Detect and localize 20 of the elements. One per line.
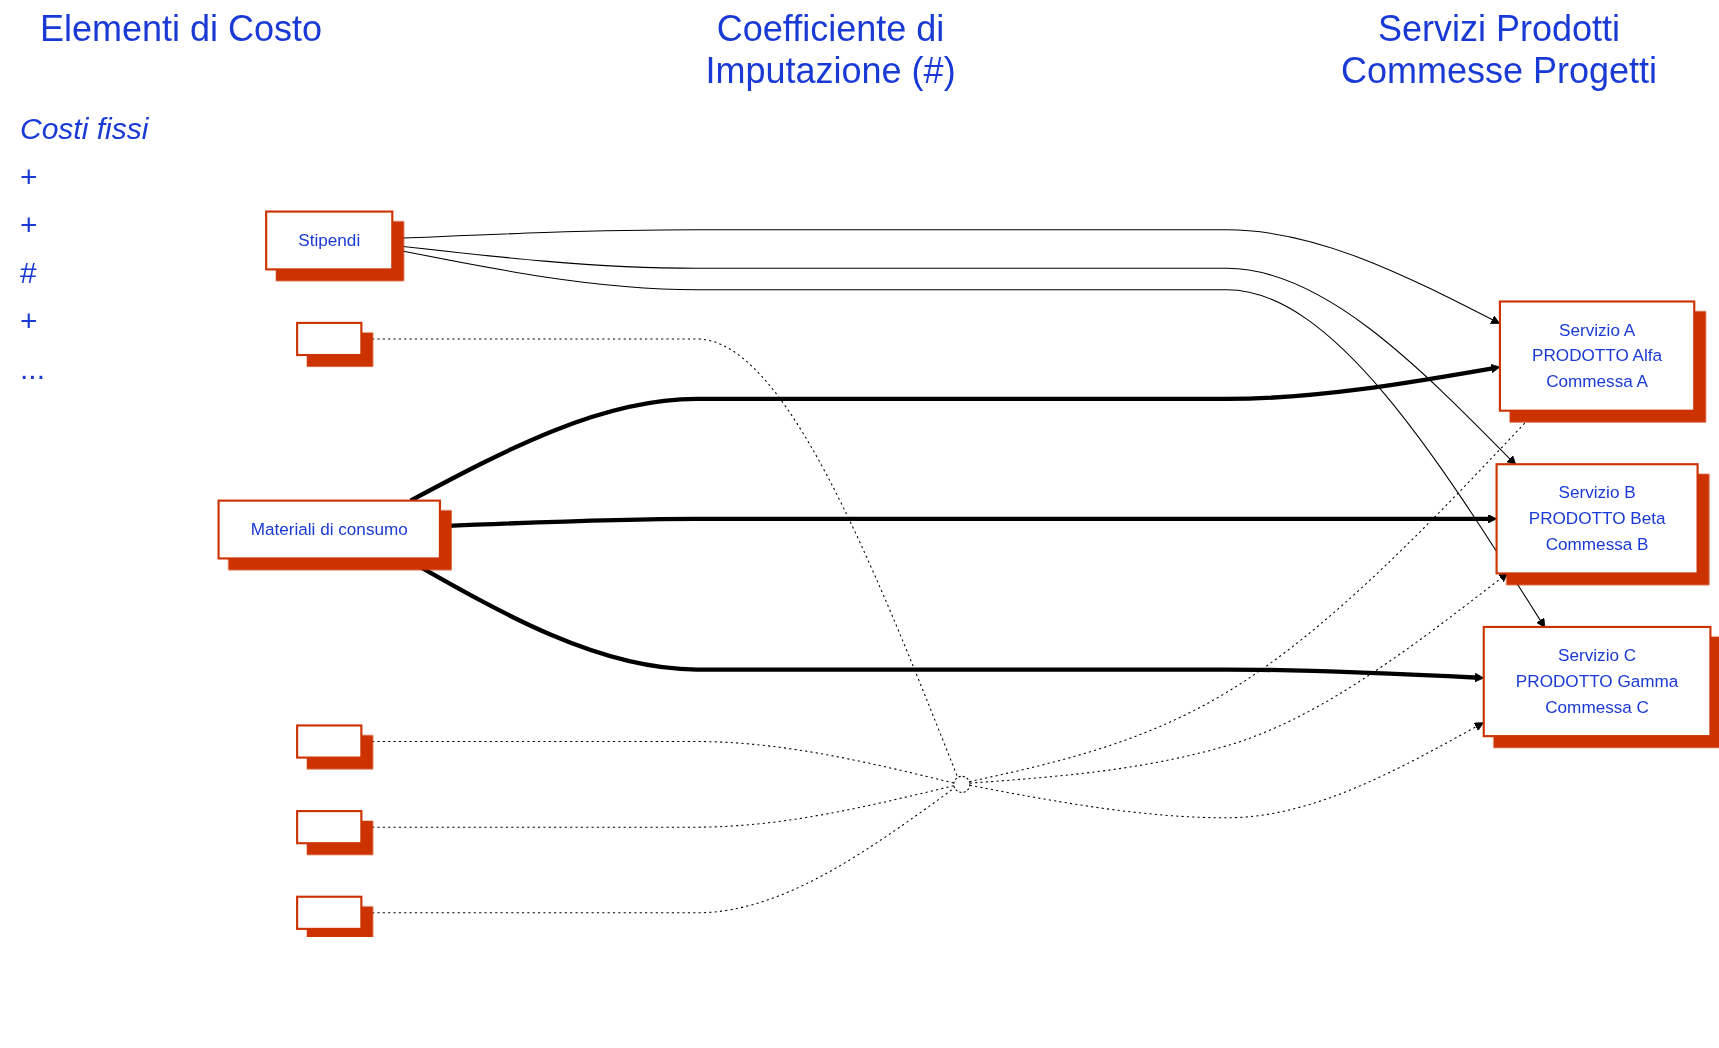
- node-box: [296, 724, 363, 759]
- note-text: ...: [20, 352, 46, 386]
- note-text: Costi fissi: [20, 112, 150, 146]
- node-box: Servizio A PRODOTTO Alfa Commessa A: [1498, 300, 1696, 412]
- note-text: +: [20, 160, 39, 194]
- node-box: Materiali di consumo: [217, 499, 441, 560]
- note-text: #: [20, 256, 38, 290]
- node-circle: [953, 775, 971, 793]
- column-heading: Servizi Prodotti Commesse Progetti: [1339, 8, 1659, 92]
- column-heading: Coefficiente di Imputazione (#): [704, 8, 957, 92]
- note-text: +: [20, 304, 39, 338]
- node-box: Servizio C PRODOTTO Gamma Commessa C: [1482, 625, 1712, 737]
- note-text: +: [20, 208, 39, 242]
- column-heading: Elementi di Costo: [40, 8, 323, 50]
- node-box: [296, 895, 363, 930]
- node-box: Stipendi: [265, 210, 394, 271]
- node-box: Servizio B PRODOTTO Beta Commessa B: [1495, 462, 1699, 575]
- arrow: [439, 513, 1497, 529]
- node-box: [296, 809, 363, 845]
- node-box: [296, 321, 363, 356]
